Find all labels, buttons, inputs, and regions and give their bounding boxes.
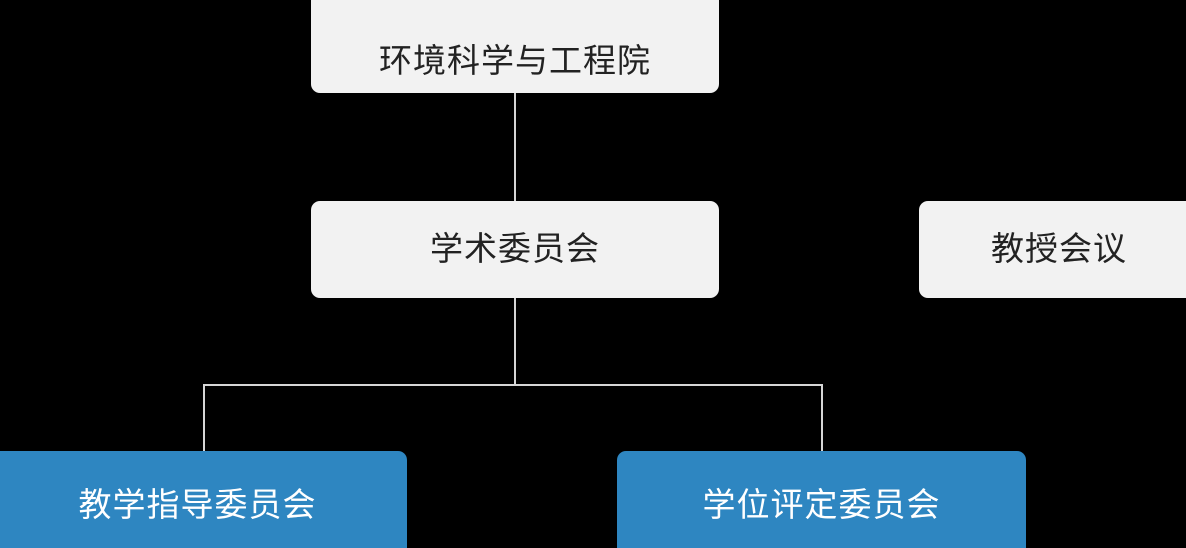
connector-bus-to-degree-committee	[821, 384, 823, 451]
connector-institute-to-academic-committee	[514, 93, 516, 201]
node-degree-evaluation-committee[interactable]: 学位评定委员会	[617, 451, 1026, 548]
connector-horizontal-bus	[203, 384, 823, 386]
node-professor-meeting[interactable]: 教授会议	[919, 201, 1186, 298]
connector-academic-committee-to-bus	[514, 298, 516, 386]
connector-bus-to-teaching-committee	[203, 384, 205, 451]
node-institute[interactable]: 环境科学与工程院	[311, 0, 719, 93]
node-teaching-guidance-committee[interactable]: 教学指导委员会	[0, 451, 407, 548]
node-academic-committee[interactable]: 学术委员会	[311, 201, 719, 298]
